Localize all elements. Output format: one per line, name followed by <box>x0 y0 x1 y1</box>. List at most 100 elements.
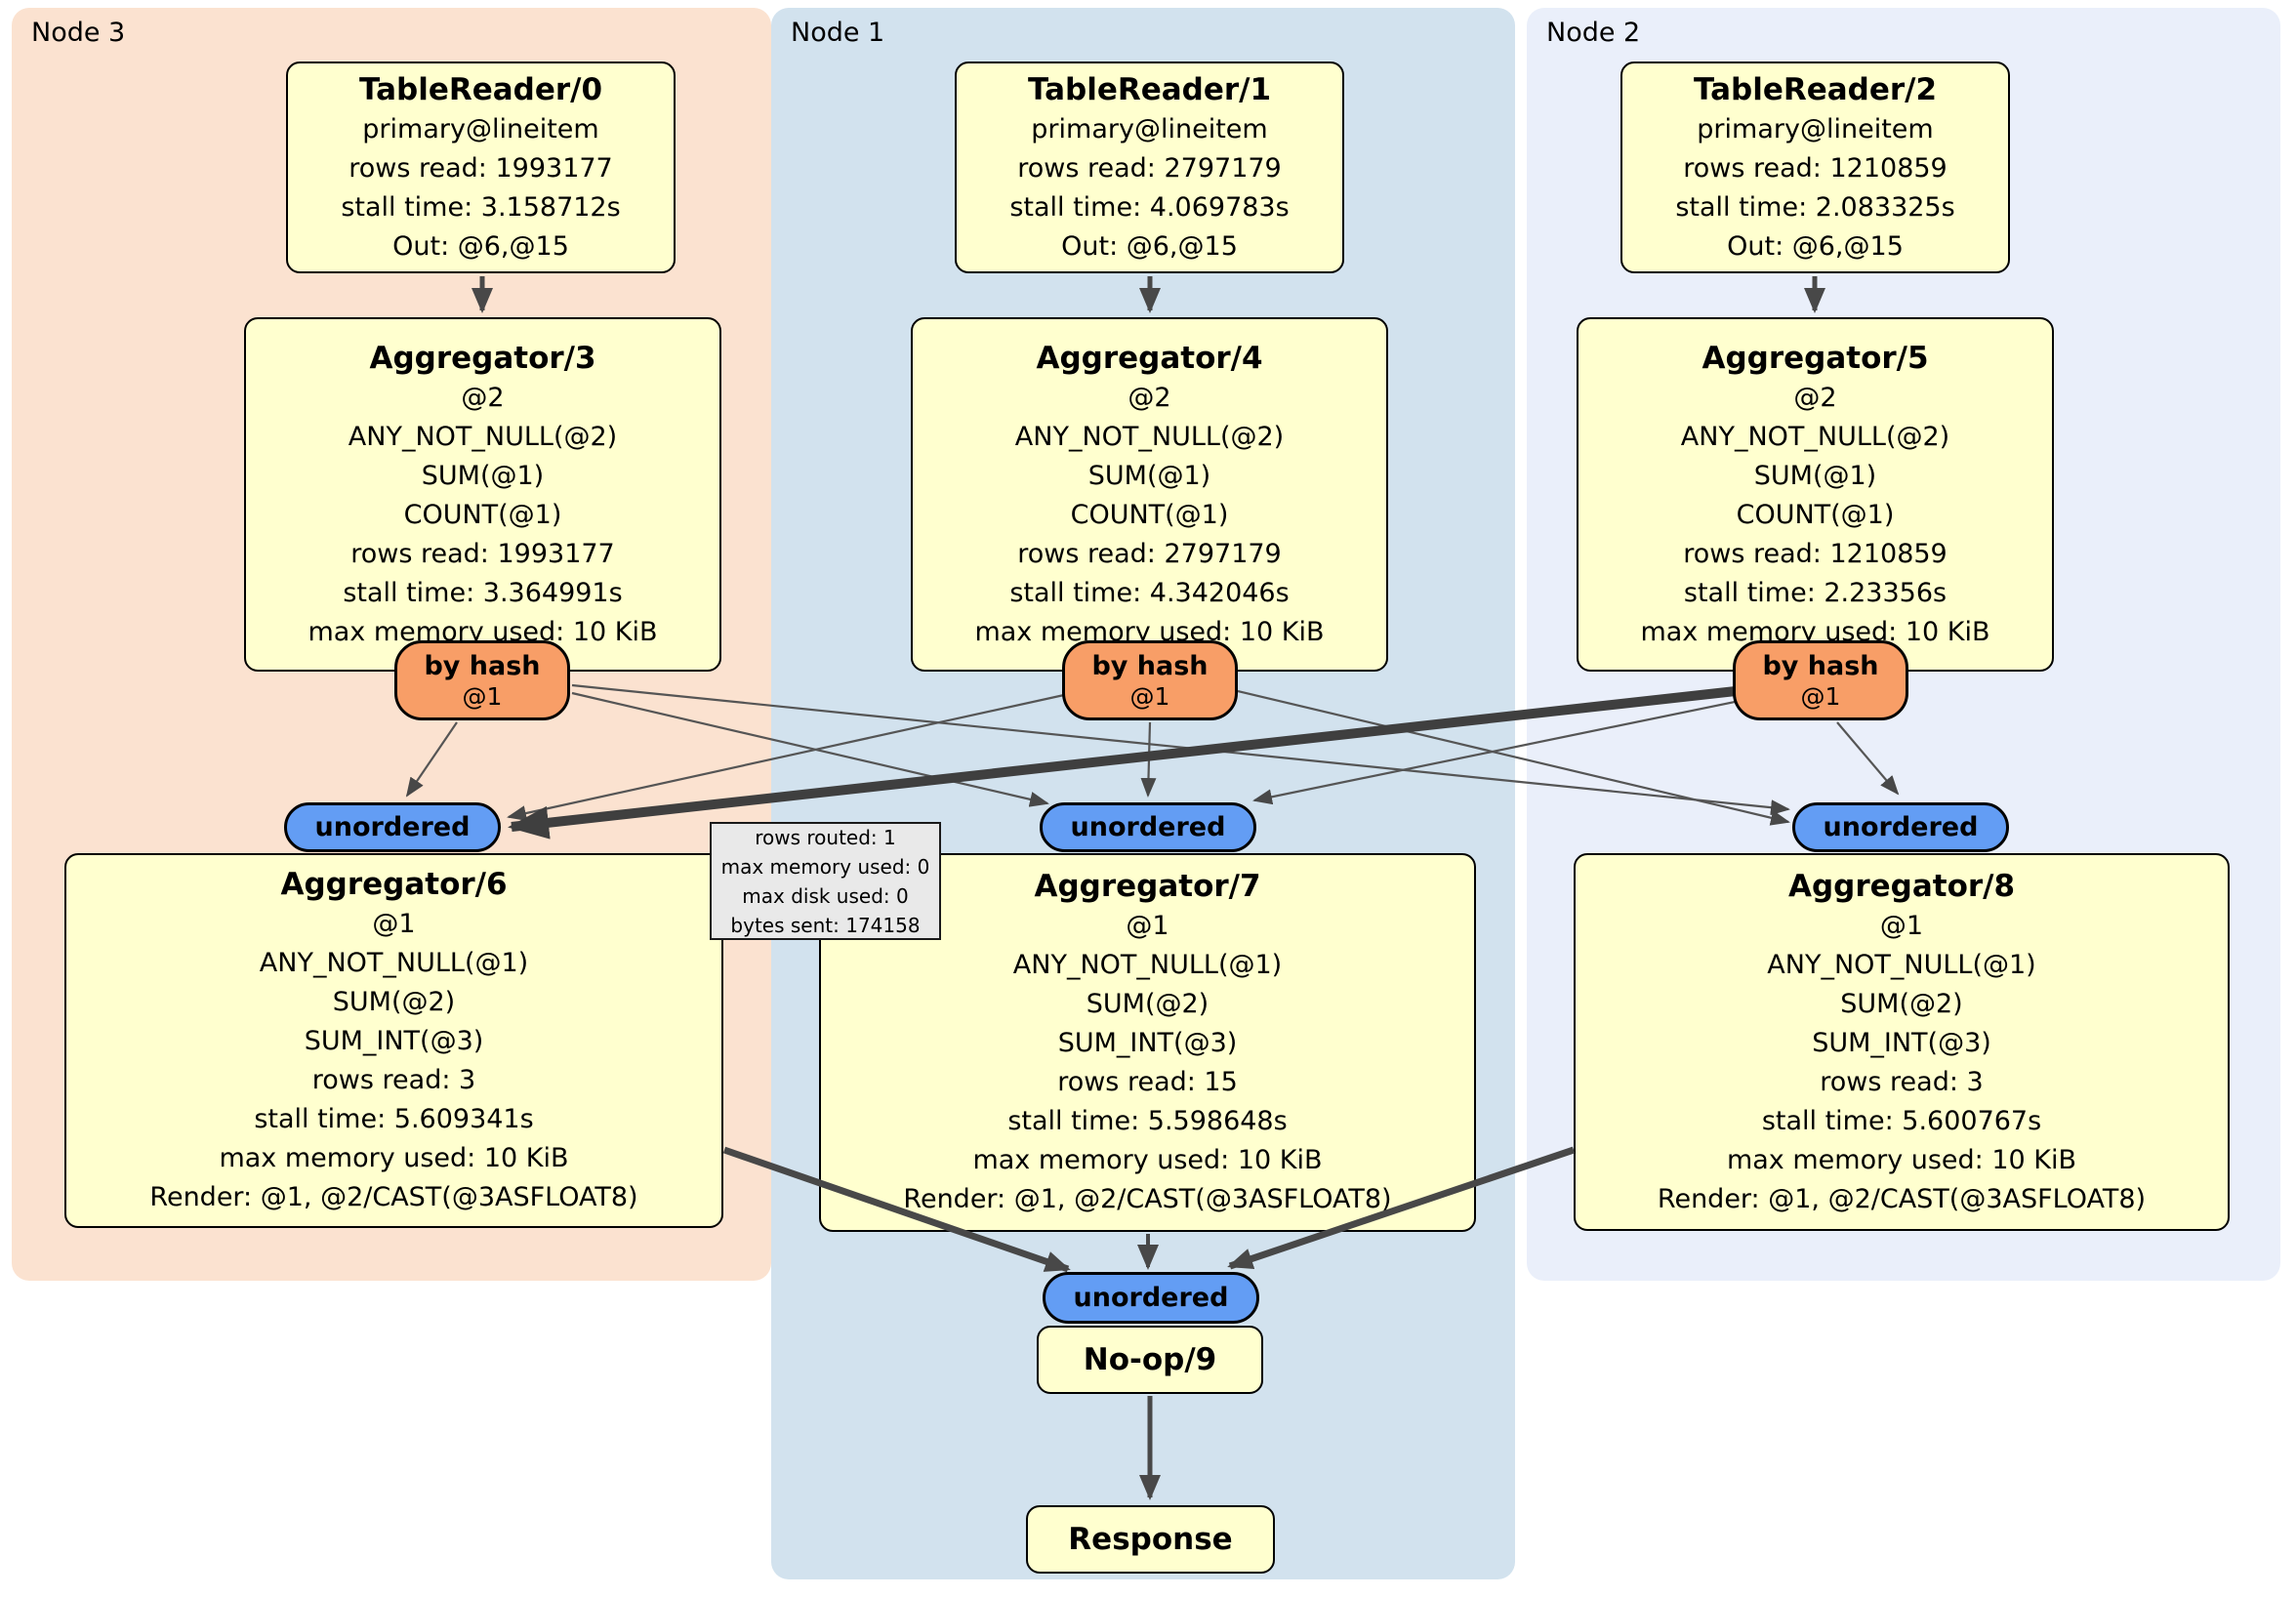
text-line: Render: @1, @2/CAST(@3ASFLOAT8) <box>903 1184 1392 1214</box>
text-line: @1 <box>372 909 416 939</box>
text-line: COUNT(@1) <box>403 499 562 530</box>
text-line: Render: @1, @2/CAST(@3ASFLOAT8) <box>1657 1183 2147 1214</box>
text-line: COUNT(@1) <box>1736 499 1895 530</box>
edge-agg6-to-unordered-bottom[interactable] <box>722 1146 1071 1273</box>
router-by-hash-3: by hash @1 <box>394 640 570 720</box>
text-line: @2 <box>1128 382 1171 413</box>
text-line: stall time: 3.364991s <box>343 577 623 608</box>
text-line: SUM_INT(@3) <box>304 1026 484 1056</box>
text-line: ANY_NOT_NULL(@1) <box>1767 949 2036 980</box>
node-title: TableReader/1 <box>1027 71 1272 107</box>
edge-byhash4-to-unordered3[interactable] <box>507 693 1065 821</box>
text-line: Out: @6,@15 <box>1727 230 1904 262</box>
sync-unordered-node1: unordered <box>1040 802 1256 852</box>
text-line: stall time: 4.342046s <box>1009 577 1290 608</box>
node-title: Aggregator/6 <box>280 867 508 902</box>
node-title: TableReader/2 <box>1693 71 1938 107</box>
router-by-hash-5: by hash @1 <box>1733 640 1908 720</box>
region-label-node3: Node 3 <box>31 18 126 48</box>
node-title: Response <box>1068 1522 1233 1557</box>
text-line: max memory used: 10 KiB <box>219 1143 569 1173</box>
node-title: Aggregator/5 <box>1702 340 1929 376</box>
text-line: Out: @6,@15 <box>1061 230 1238 262</box>
text-line: max memory used: 10 KiB <box>1726 1144 2077 1175</box>
edge-byhash3-to-unordered3[interactable] <box>405 721 458 798</box>
edge-byhash5-to-unordered3[interactable] <box>508 686 1737 839</box>
text-line: stall time: 2.23356s <box>1683 577 1948 608</box>
text-line: stall time: 5.600767s <box>1761 1105 2042 1136</box>
text-line: Out: @6,@15 <box>392 230 569 262</box>
plan-node-response: Response <box>1026 1505 1275 1574</box>
text-line: rows read: 3 <box>311 1065 476 1095</box>
text-line: SUM(@1) <box>421 460 545 491</box>
text-line: rows read: 2797179 <box>1017 152 1282 184</box>
node-details: primary@lineitem rows read: 1210859 stall … <box>1675 110 1954 266</box>
node-title: No-op/9 <box>1083 1342 1217 1377</box>
router-by-hash-4: by hash @1 <box>1062 640 1238 720</box>
region-label-node1: Node 1 <box>791 18 885 48</box>
text-line: @2 <box>1793 382 1837 413</box>
router-label: by hash <box>1762 651 1879 681</box>
text-line: rows read: 2797179 <box>1017 538 1282 569</box>
text-line: SUM(@1) <box>1753 460 1877 491</box>
router-label: by hash <box>424 651 541 681</box>
node-title: Aggregator/3 <box>369 340 596 376</box>
text-line: SUM_INT(@3) <box>1812 1027 1991 1058</box>
node-title: Aggregator/8 <box>1787 868 2016 904</box>
text-line: stall time: 5.598648s <box>1007 1106 1288 1136</box>
text-line: primary@lineitem <box>1697 113 1934 144</box>
edge-byhash4-to-unordered2[interactable] <box>1237 689 1790 826</box>
text-line: @1 <box>1126 911 1169 941</box>
text-line: rows read: 1210859 <box>1683 152 1948 184</box>
edge-byhash3-to-unordered1[interactable] <box>571 691 1049 807</box>
node-title: Aggregator/4 <box>1036 340 1263 376</box>
router-label: by hash <box>1091 651 1209 681</box>
edge-byhash5-to-unordered1[interactable] <box>1252 699 1741 805</box>
edge-agg8-to-unordered-bottom[interactable] <box>1227 1146 1576 1270</box>
text-line: SUM(@2) <box>1840 988 1963 1019</box>
text-line: ANY_NOT_NULL(@2) <box>348 421 618 452</box>
node-title: TableReader/0 <box>358 71 603 107</box>
stream-tooltip: rows routed: 1 max memory used: 0 max disk… <box>710 822 941 940</box>
text-line: rows read: 3 <box>1820 1066 1984 1097</box>
text-line: rows read: 1210859 <box>1683 538 1948 569</box>
text-line: stall time: 3.158712s <box>341 191 621 223</box>
text-line: primary@lineitem <box>362 113 599 144</box>
text-line: stall time: 2.083325s <box>1675 191 1955 223</box>
router-key: @1 <box>462 682 503 711</box>
text-line: max disk used: 0 <box>742 883 909 908</box>
text-line: max memory used: 10 KiB <box>972 1145 1323 1175</box>
region-label-node2: Node 2 <box>1546 18 1641 48</box>
text-line: rows routed: 1 <box>755 825 896 849</box>
edge-byhash5-to-unordered2[interactable] <box>1836 721 1900 796</box>
text-line: @2 <box>461 382 505 413</box>
text-line: bytes sent: 174158 <box>730 913 921 937</box>
text-line: rows read: 1993177 <box>350 538 615 569</box>
sync-unordered-node2: unordered <box>1792 802 2009 852</box>
text-line: ANY_NOT_NULL(@2) <box>1680 421 1950 452</box>
sync-unordered-node3: unordered <box>284 802 501 852</box>
edge-byhash3-to-unordered2[interactable] <box>571 683 1790 816</box>
text-line: @1 <box>1879 910 1924 941</box>
router-key: @1 <box>1129 682 1170 711</box>
text-line: stall time: 5.609341s <box>254 1104 534 1134</box>
text-line: max memory used: 0 <box>720 854 930 879</box>
text-line: ANY_NOT_NULL(@1) <box>1012 950 1283 980</box>
plan-node-noop-9: No-op/9 <box>1037 1326 1263 1394</box>
